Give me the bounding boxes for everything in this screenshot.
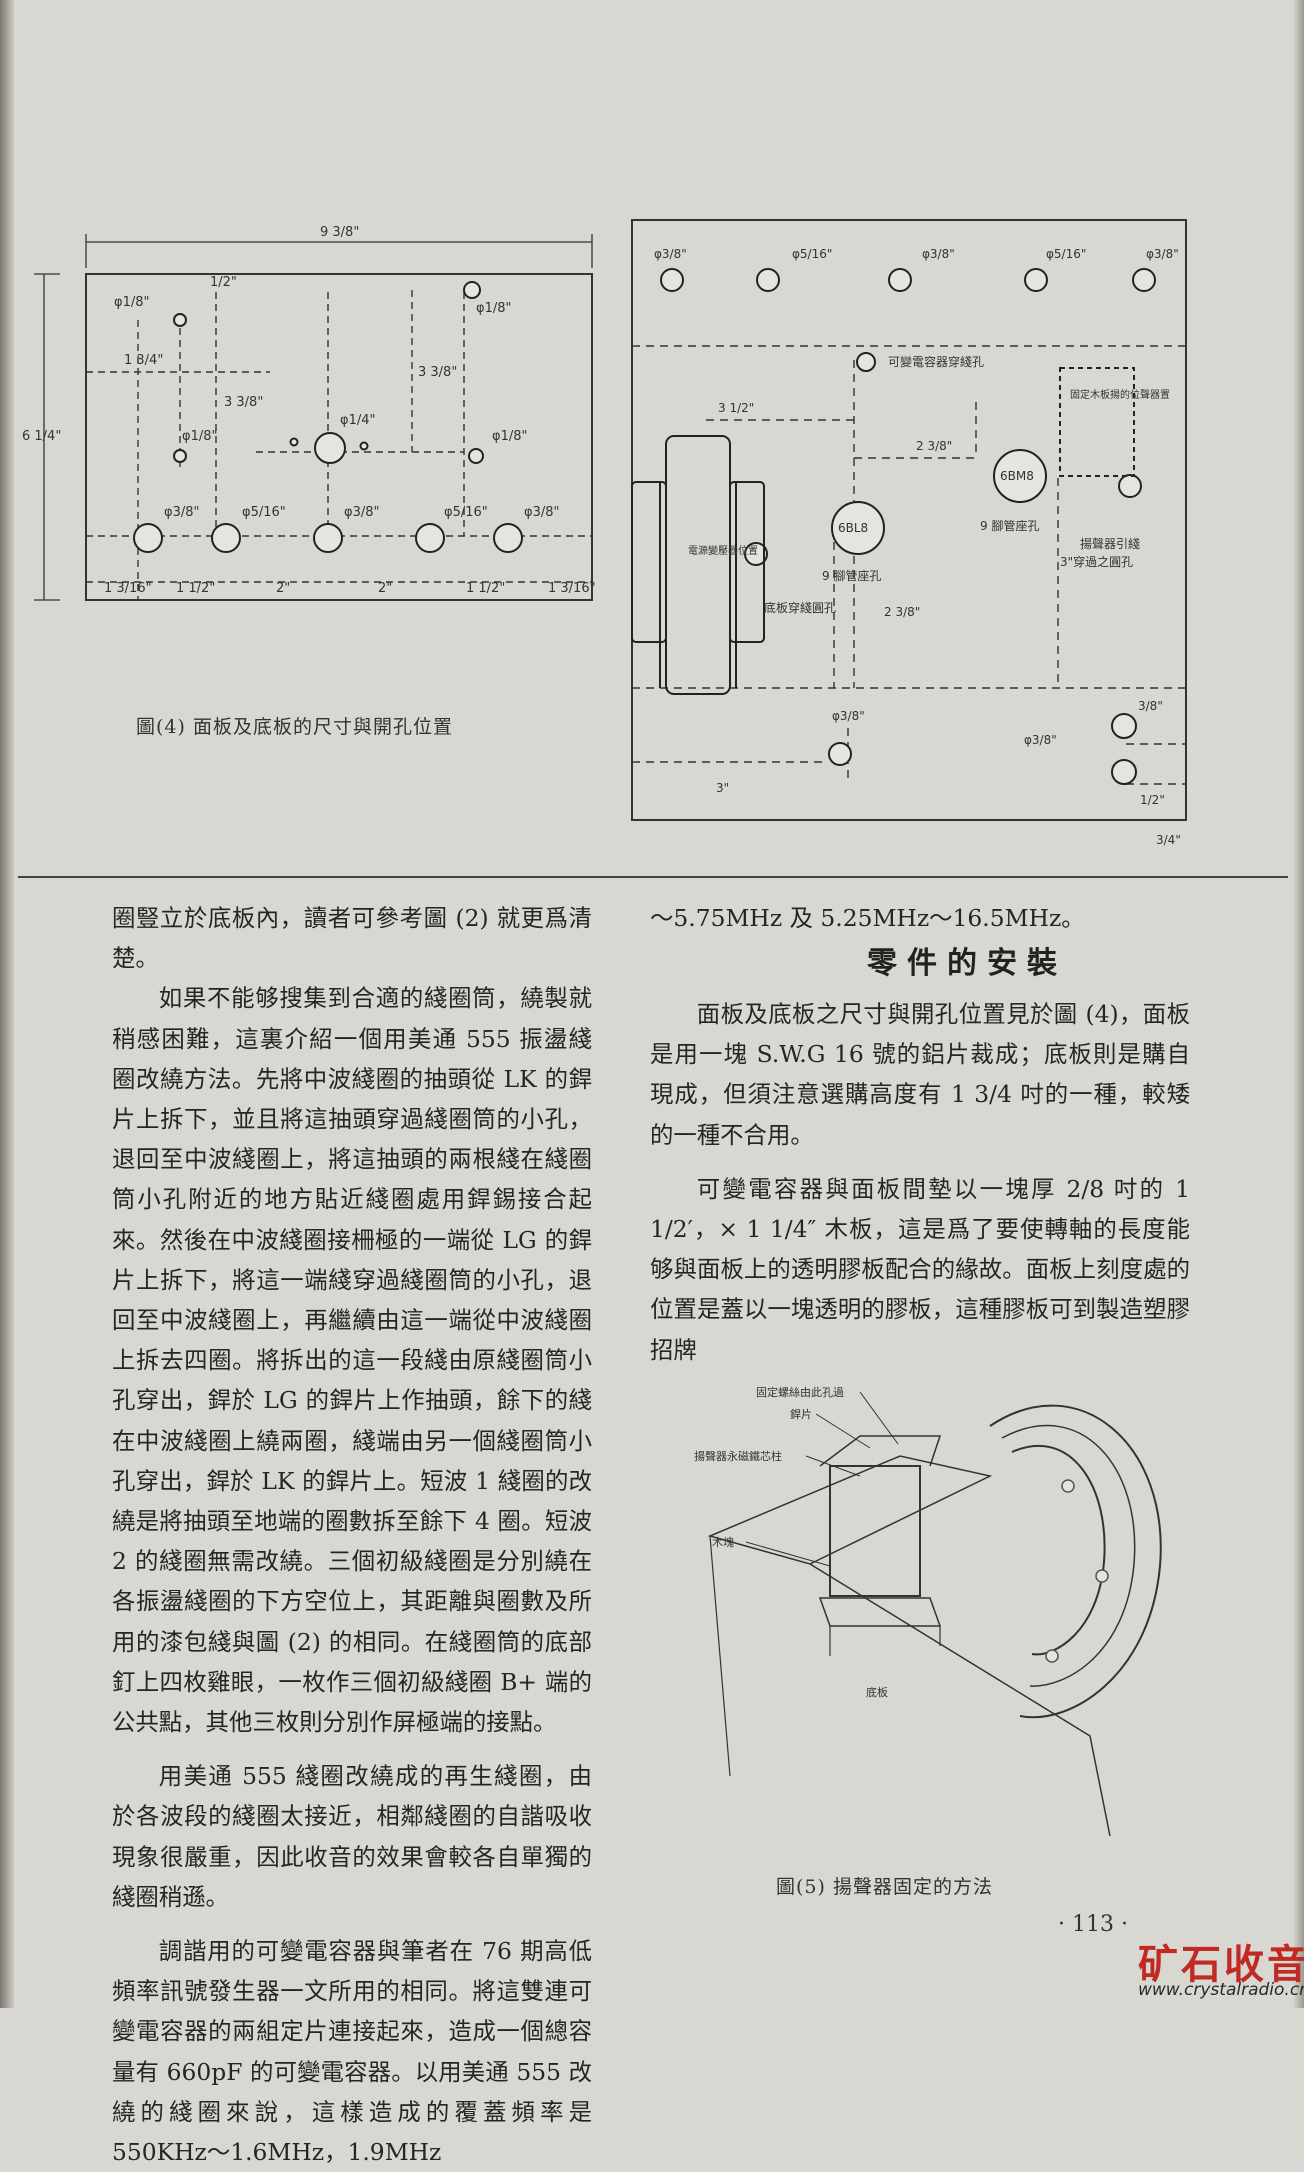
label-wood-block: 固定木板揚的位聲器置: [1070, 388, 1170, 401]
dim-height: 6 1/4": [22, 429, 61, 444]
hole-label-6: φ3/8": [164, 505, 199, 520]
label-6bm8: 6BM8: [1000, 469, 1034, 483]
magnet-core-block: [829, 1465, 921, 1597]
hole-label-10: φ3/8": [524, 505, 559, 520]
dim-bottom-4: 2": [378, 581, 392, 596]
label-screw: 固定螺絲由此孔過: [756, 1385, 844, 1399]
dim-offset-a: 1 3/4": [124, 353, 163, 368]
transformer-outline: [665, 435, 731, 695]
label-transformer: 電源變壓器位置: [688, 544, 758, 557]
right-text-column: 面板及底板之尺寸與開孔位置見於圖 (4)，面板是用一塊 S.W.G 16 號的鋁…: [650, 994, 1190, 1370]
hole-bottom-right: φ3/8": [1024, 733, 1057, 747]
dim-3: 3": [716, 781, 729, 795]
chassis-outline: [631, 219, 1187, 821]
hole-bottom-left: φ3/8": [832, 709, 865, 723]
hole-label-8: φ3/8": [344, 505, 379, 520]
paragraph: 圈豎立於底板內，讀者可參考圖 (2) 就更爲清楚。: [112, 904, 592, 973]
wood-block-outline: [1059, 367, 1135, 477]
label-tab: 銲片: [790, 1407, 812, 1421]
paragraph: 可變電容器與面板間墊以一塊厚 2/8 吋的 1 1/2′，× 1 1/4″ 木板…: [650, 1174, 1190, 1364]
hole-label-3: φ1/4": [340, 413, 375, 428]
label-speaker-wire: 揚聲器引綫: [1080, 536, 1140, 551]
dim-drop-left: 3 3/8": [224, 395, 263, 410]
hole-label-9: φ5/16": [444, 505, 488, 520]
label-socket-right: 9 腳管座孔: [980, 518, 1039, 533]
chassis-hole-5: φ3/8": [1146, 247, 1179, 261]
hole-label-4: φ1/8": [182, 429, 217, 444]
label-base: 底板: [866, 1685, 888, 1699]
hole-label-5: φ1/8": [492, 429, 527, 444]
hole-label-2: φ1/8": [476, 301, 511, 316]
paragraph: 面板及底板之尺寸與開孔位置見於圖 (4)，面板是用一塊 S.W.G 16 號的鋁…: [650, 1000, 1190, 1149]
figure-5-speaker-drawing: 固定螺絲由此孔過 銲片 揚聲器永磁鐵芯柱 木塊 底板: [694, 1385, 1162, 1837]
label-socket-left: 9 腳管座孔: [822, 568, 881, 583]
figure-4-caption: 圖(4) 面板及底板的尺寸與開孔位置: [136, 716, 453, 738]
dim-1-2: 1/2": [1140, 793, 1165, 807]
dim-bottom-5: 1 1/2": [466, 581, 505, 596]
page-number: · 113 ·: [1058, 1912, 1128, 1937]
panel-outline: [85, 273, 593, 601]
figure-5-caption: 圖(5) 揚聲器固定的方法: [776, 1876, 993, 1898]
chassis-hole-4: φ5/16": [1046, 247, 1086, 261]
dim-3-8: 3/8": [1138, 699, 1163, 713]
dim-bottom-3: 2": [276, 581, 290, 596]
watermark-site: www.crystalradio.cn: [1138, 1980, 1304, 2000]
paragraph: 調諧用的可變電容器與筆者在 76 期高低頻率訊號發生器一文所用的相同。將這雙連可…: [112, 1937, 592, 2167]
chassis-hole-1: φ3/8": [654, 247, 687, 261]
right-text-top: ～5.75MHz 及 5.25MHz～16.5MHz。: [650, 898, 1270, 938]
section-divider: [18, 876, 1288, 878]
dim-bottom-2: 1 1/2": [176, 581, 215, 596]
dim-2-3-8: 2 3/8": [916, 439, 952, 453]
book-spine-shadow: [0, 0, 14, 2008]
figure-4-panel-drawing: 9 3/8" 6 1/4" 1 3/4" 3 3/8" 3 3/8" 1/2" …: [22, 225, 596, 601]
paragraph: 如果不能够搜集到合適的綫圈筒，繞製就稍感困難，這裏介紹一個用美通 555 振盪綫…: [112, 984, 592, 1737]
dim-offset-top-right: 1/2": [210, 275, 237, 290]
figure-4-chassis-drawing: φ3/8" φ5/16" φ3/8" φ5/16" φ3/8" 可變電容器穿綫孔…: [631, 219, 1187, 847]
label-magnet: 揚聲器永磁鐵芯柱: [694, 1449, 782, 1463]
paragraph: 用美通 555 綫圈改繞成的再生綫圈，由於各波段的綫圈太接近，相鄰綫圈的自諧吸收…: [112, 1762, 592, 1911]
dim-2-3-8-b: 2 3/8": [884, 605, 920, 619]
chassis-hole-2: φ5/16": [792, 247, 832, 261]
speaker-rim-outer: [989, 1404, 1162, 1719]
page-edge: [1294, 0, 1304, 2008]
label-6bl8: 6BL8: [838, 521, 868, 535]
dim-bottom-6: 1 3/16": [548, 581, 596, 596]
label-wood: 木塊: [712, 1536, 734, 1549]
watermark-brand: 矿石收音机: [1138, 1942, 1304, 1988]
dim-3-1-2: 3 1/2": [718, 401, 754, 415]
dim-3-4: 3/4": [1156, 833, 1181, 847]
label-speaker-wire-2: 3"穿過之圓孔: [1060, 554, 1133, 569]
left-text-column: 圈豎立於底板內，讀者可參考圖 (2) 就更爲清楚。 如果不能够搜集到合適的綫圈筒…: [112, 898, 592, 2172]
label-capacitor-hole: 可變電容器穿綫孔: [888, 354, 984, 369]
dim-bottom-1: 1 3/16": [104, 581, 152, 596]
dim-drop-right: 3 3/8": [418, 365, 457, 380]
paragraph: ～5.75MHz 及 5.25MHz～16.5MHz。: [650, 904, 1085, 932]
label-base-wire: 底板穿綫圓孔: [764, 600, 836, 615]
hole-label-7: φ5/16": [242, 505, 286, 520]
hole-label-1: φ1/8": [114, 295, 149, 310]
chassis-hole-3: φ3/8": [922, 247, 955, 261]
dim-width: 9 3/8": [320, 225, 359, 240]
section-title: 零件的安裝: [867, 946, 1067, 981]
